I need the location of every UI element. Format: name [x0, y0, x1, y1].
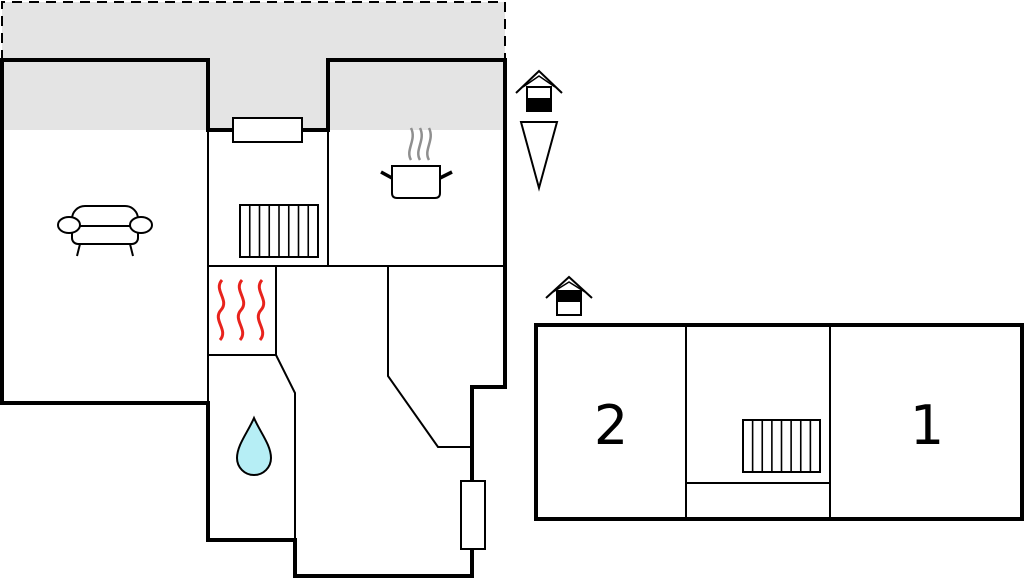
water-drop-icon [235, 415, 273, 476]
sauna-heat-icon [216, 278, 266, 342]
sofa-icon [57, 205, 153, 257]
window [460, 480, 486, 550]
upper-floor: 2 1 [534, 323, 1024, 521]
north-arrow-icon [519, 121, 559, 192]
room-number-2: 2 [594, 394, 628, 457]
cooking-pot-icon [380, 127, 453, 199]
room-number-1: 1 [910, 394, 944, 457]
window [232, 117, 303, 143]
bathroom-wall [275, 354, 296, 540]
terrace [1, 1, 506, 130]
radiator-icon [742, 419, 821, 473]
upper-floor-house-icon [545, 275, 593, 316]
ground-floor [0, 58, 507, 578]
radiator-icon [239, 204, 319, 258]
ground-floor-house-icon [515, 69, 563, 112]
stair-wall [387, 266, 472, 448]
